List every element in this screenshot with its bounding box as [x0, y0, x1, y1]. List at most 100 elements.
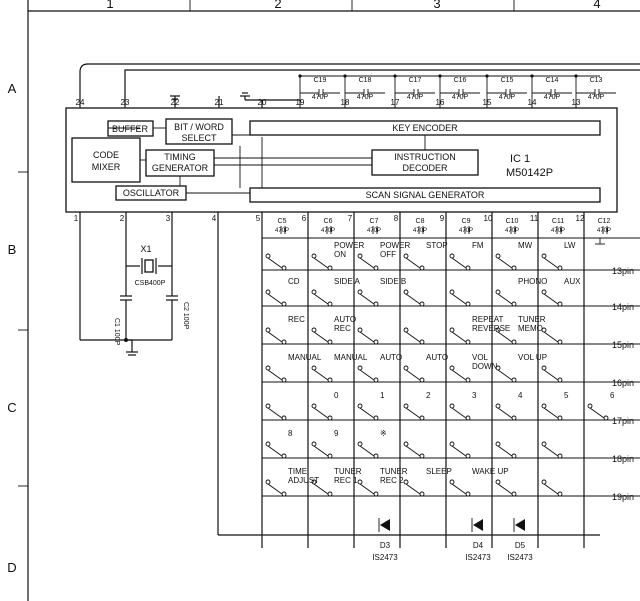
- key-label: ON: [334, 250, 346, 259]
- key-label: PHONO: [518, 277, 547, 286]
- bottom-capacitor: C7 470P: [367, 218, 381, 234]
- top-capacitor-chain: C19470PC18470PC17470PC16470PC15470PC1447…: [298, 74, 616, 108]
- row-pin-label: 18pin: [612, 454, 634, 464]
- key-switch: [541, 365, 563, 383]
- key-label: 9: [334, 429, 339, 438]
- key-switch: [449, 365, 471, 383]
- key-label: 4: [518, 391, 523, 400]
- bottom-capacitor: C5 470P: [275, 218, 289, 234]
- key-label: STOP: [426, 241, 448, 250]
- key-switch: [357, 403, 379, 421]
- key-switch: [265, 253, 287, 271]
- column-label: 1: [106, 0, 113, 11]
- bit-word-select-block: BIT / WORD SELECT: [165, 118, 233, 145]
- ic-pin-number: 12: [576, 214, 585, 223]
- key-label: POWER: [334, 241, 364, 250]
- row-label: C: [7, 400, 16, 415]
- key-switch: [449, 479, 471, 497]
- bottom-capacitor-value: 470P: [413, 228, 427, 234]
- key-label: ADJUST: [288, 476, 319, 485]
- key-switch: [403, 403, 425, 421]
- key-switch: [311, 327, 333, 345]
- svg-text:SCAN SIGNAL GENERATOR: SCAN SIGNAL GENERATOR: [366, 190, 485, 200]
- key-switch: [495, 441, 517, 459]
- key-switch: [357, 479, 379, 497]
- bottom-capacitor-value: 470P: [597, 228, 611, 234]
- diode-part: IS2473: [507, 553, 533, 562]
- bottom-capacitor-value: 470P: [367, 228, 381, 234]
- ic-pin-number: 7: [348, 214, 353, 223]
- key-switch-matrix: [265, 253, 609, 497]
- scan-signal-generator-block: SCAN SIGNAL GENERATOR: [249, 187, 601, 203]
- key-label: 2: [426, 391, 431, 400]
- key-switch: [495, 365, 517, 383]
- key-switch: [311, 441, 333, 459]
- key-switch: [311, 253, 333, 271]
- key-label: AUX: [564, 277, 581, 286]
- key-label: SLEEP: [426, 467, 452, 476]
- key-switch: [357, 289, 379, 307]
- ic-designator: IC 1 M50142P: [506, 153, 553, 179]
- key-switch: [403, 365, 425, 383]
- top-capacitor-value: 470P: [452, 94, 469, 101]
- key-label: FM: [472, 241, 484, 250]
- crystal-part: CSB400P: [135, 280, 166, 287]
- key-label: AUTO: [334, 315, 356, 324]
- svg-text:BIT / WORD: BIT / WORD: [174, 122, 224, 132]
- top-capacitor-name: C18: [359, 77, 372, 84]
- key-switch: [311, 403, 333, 421]
- key-switch: [541, 403, 563, 421]
- ic-pin-number: 6: [302, 214, 307, 223]
- svg-text:M50142P: M50142P: [506, 167, 553, 179]
- instruction-decoder-block: INSTRUCTION DECODER: [371, 149, 479, 176]
- diode-part: IS2473: [465, 553, 491, 562]
- svg-text:SELECT: SELECT: [181, 133, 217, 143]
- bottom-capacitor-name: C7: [370, 218, 379, 225]
- code-mixer-block: CODE MIXER: [71, 137, 141, 183]
- key-label: DOWN: [472, 362, 498, 371]
- key-label: 8: [288, 429, 293, 438]
- key-switch: [265, 327, 287, 345]
- key-label: REC 1: [334, 476, 358, 485]
- buffer-block: BUFFER: [107, 120, 154, 137]
- top-capacitor-name: C17: [409, 77, 422, 84]
- row-labels: A B C D: [7, 81, 16, 575]
- key-label: MANUAL: [288, 353, 322, 362]
- bottom-capacitor-name: C5: [278, 218, 287, 225]
- oscillator-circuit: X1 CSB400P C1 100P C2 100P: [79, 212, 600, 536]
- ic-pin-number: 8: [394, 214, 399, 223]
- key-switch: [541, 441, 563, 459]
- key-switch: [265, 441, 287, 459]
- drawing-frame: [18, 0, 640, 601]
- svg-text:KEY ENCODER: KEY ENCODER: [392, 123, 458, 133]
- key-switch: [403, 479, 425, 497]
- key-label: SIDE A: [334, 277, 360, 286]
- key-label: WAKE UP: [472, 467, 509, 476]
- key-switch: [495, 403, 517, 421]
- key-switch: [495, 479, 517, 497]
- key-switch: [403, 327, 425, 345]
- ic-internal-connections: [108, 127, 426, 194]
- svg-text:IC 1: IC 1: [510, 153, 530, 165]
- key-label: 3: [472, 391, 477, 400]
- ic-pin-number: 4: [212, 214, 217, 223]
- key-switch: [357, 441, 379, 459]
- diode-name: D3: [380, 541, 391, 550]
- bottom-capacitor-value: 470P: [275, 228, 289, 234]
- row-pin-label: 19pin: [612, 492, 634, 502]
- c1-label: C1 100P: [113, 318, 120, 346]
- svg-text:BUFFER: BUFFER: [112, 124, 149, 134]
- key-switch: [541, 327, 563, 345]
- diode-name: D5: [515, 541, 526, 550]
- top-capacitor-name: C13: [590, 77, 603, 84]
- key-switch: [495, 327, 517, 345]
